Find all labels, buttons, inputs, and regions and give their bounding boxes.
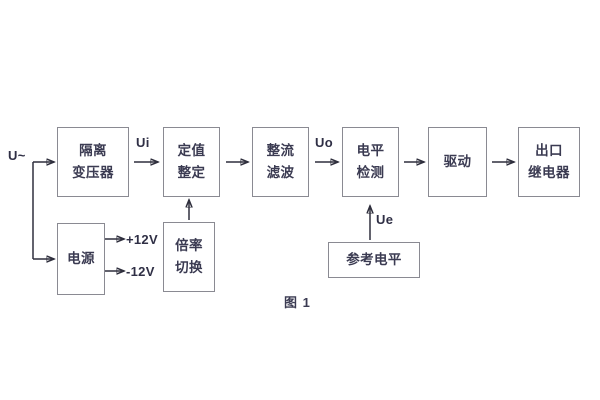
block-line: 隔离	[79, 143, 107, 159]
block-line: 检测	[356, 165, 385, 180]
block-line: 出口	[535, 143, 563, 159]
block-line: 变压器	[72, 165, 114, 180]
block-setting-value: 定值 整定	[163, 127, 220, 197]
block-line: 切换	[175, 260, 203, 275]
block-multiplier-switch: 倍率 切换	[163, 222, 215, 292]
block-line: 滤波	[266, 165, 295, 180]
figure-caption: 图 1	[284, 295, 311, 310]
block-level-detection: 电平 检测	[342, 127, 399, 197]
block-line: 参考电平	[346, 252, 402, 268]
block-line: 整定	[177, 165, 206, 180]
block-line: 电平	[356, 143, 385, 159]
label-supply-negative: -12V	[126, 264, 155, 279]
block-reference-level: 参考电平	[328, 242, 420, 278]
block-line: 继电器	[528, 165, 570, 180]
block-output-relay: 出口 继电器	[518, 127, 580, 197]
label-signal-ue: Ue	[376, 212, 394, 227]
block-line: 驱动	[443, 154, 472, 170]
block-line: 定值	[177, 143, 206, 159]
block-line: 整流	[266, 143, 295, 159]
block-rectify-filter: 整流 滤波	[252, 127, 309, 197]
label-supply-positive: +12V	[126, 232, 158, 247]
block-line: 电源	[67, 251, 95, 267]
label-input-voltage: U~	[8, 148, 26, 163]
block-line: 倍率	[175, 238, 203, 254]
block-drive: 驱动	[428, 127, 487, 197]
block-isolation-transformer: 隔离 变压器	[57, 127, 129, 197]
block-power-supply: 电源	[57, 223, 105, 295]
label-signal-ui: Ui	[136, 135, 150, 150]
label-signal-uo: Uo	[315, 135, 333, 150]
